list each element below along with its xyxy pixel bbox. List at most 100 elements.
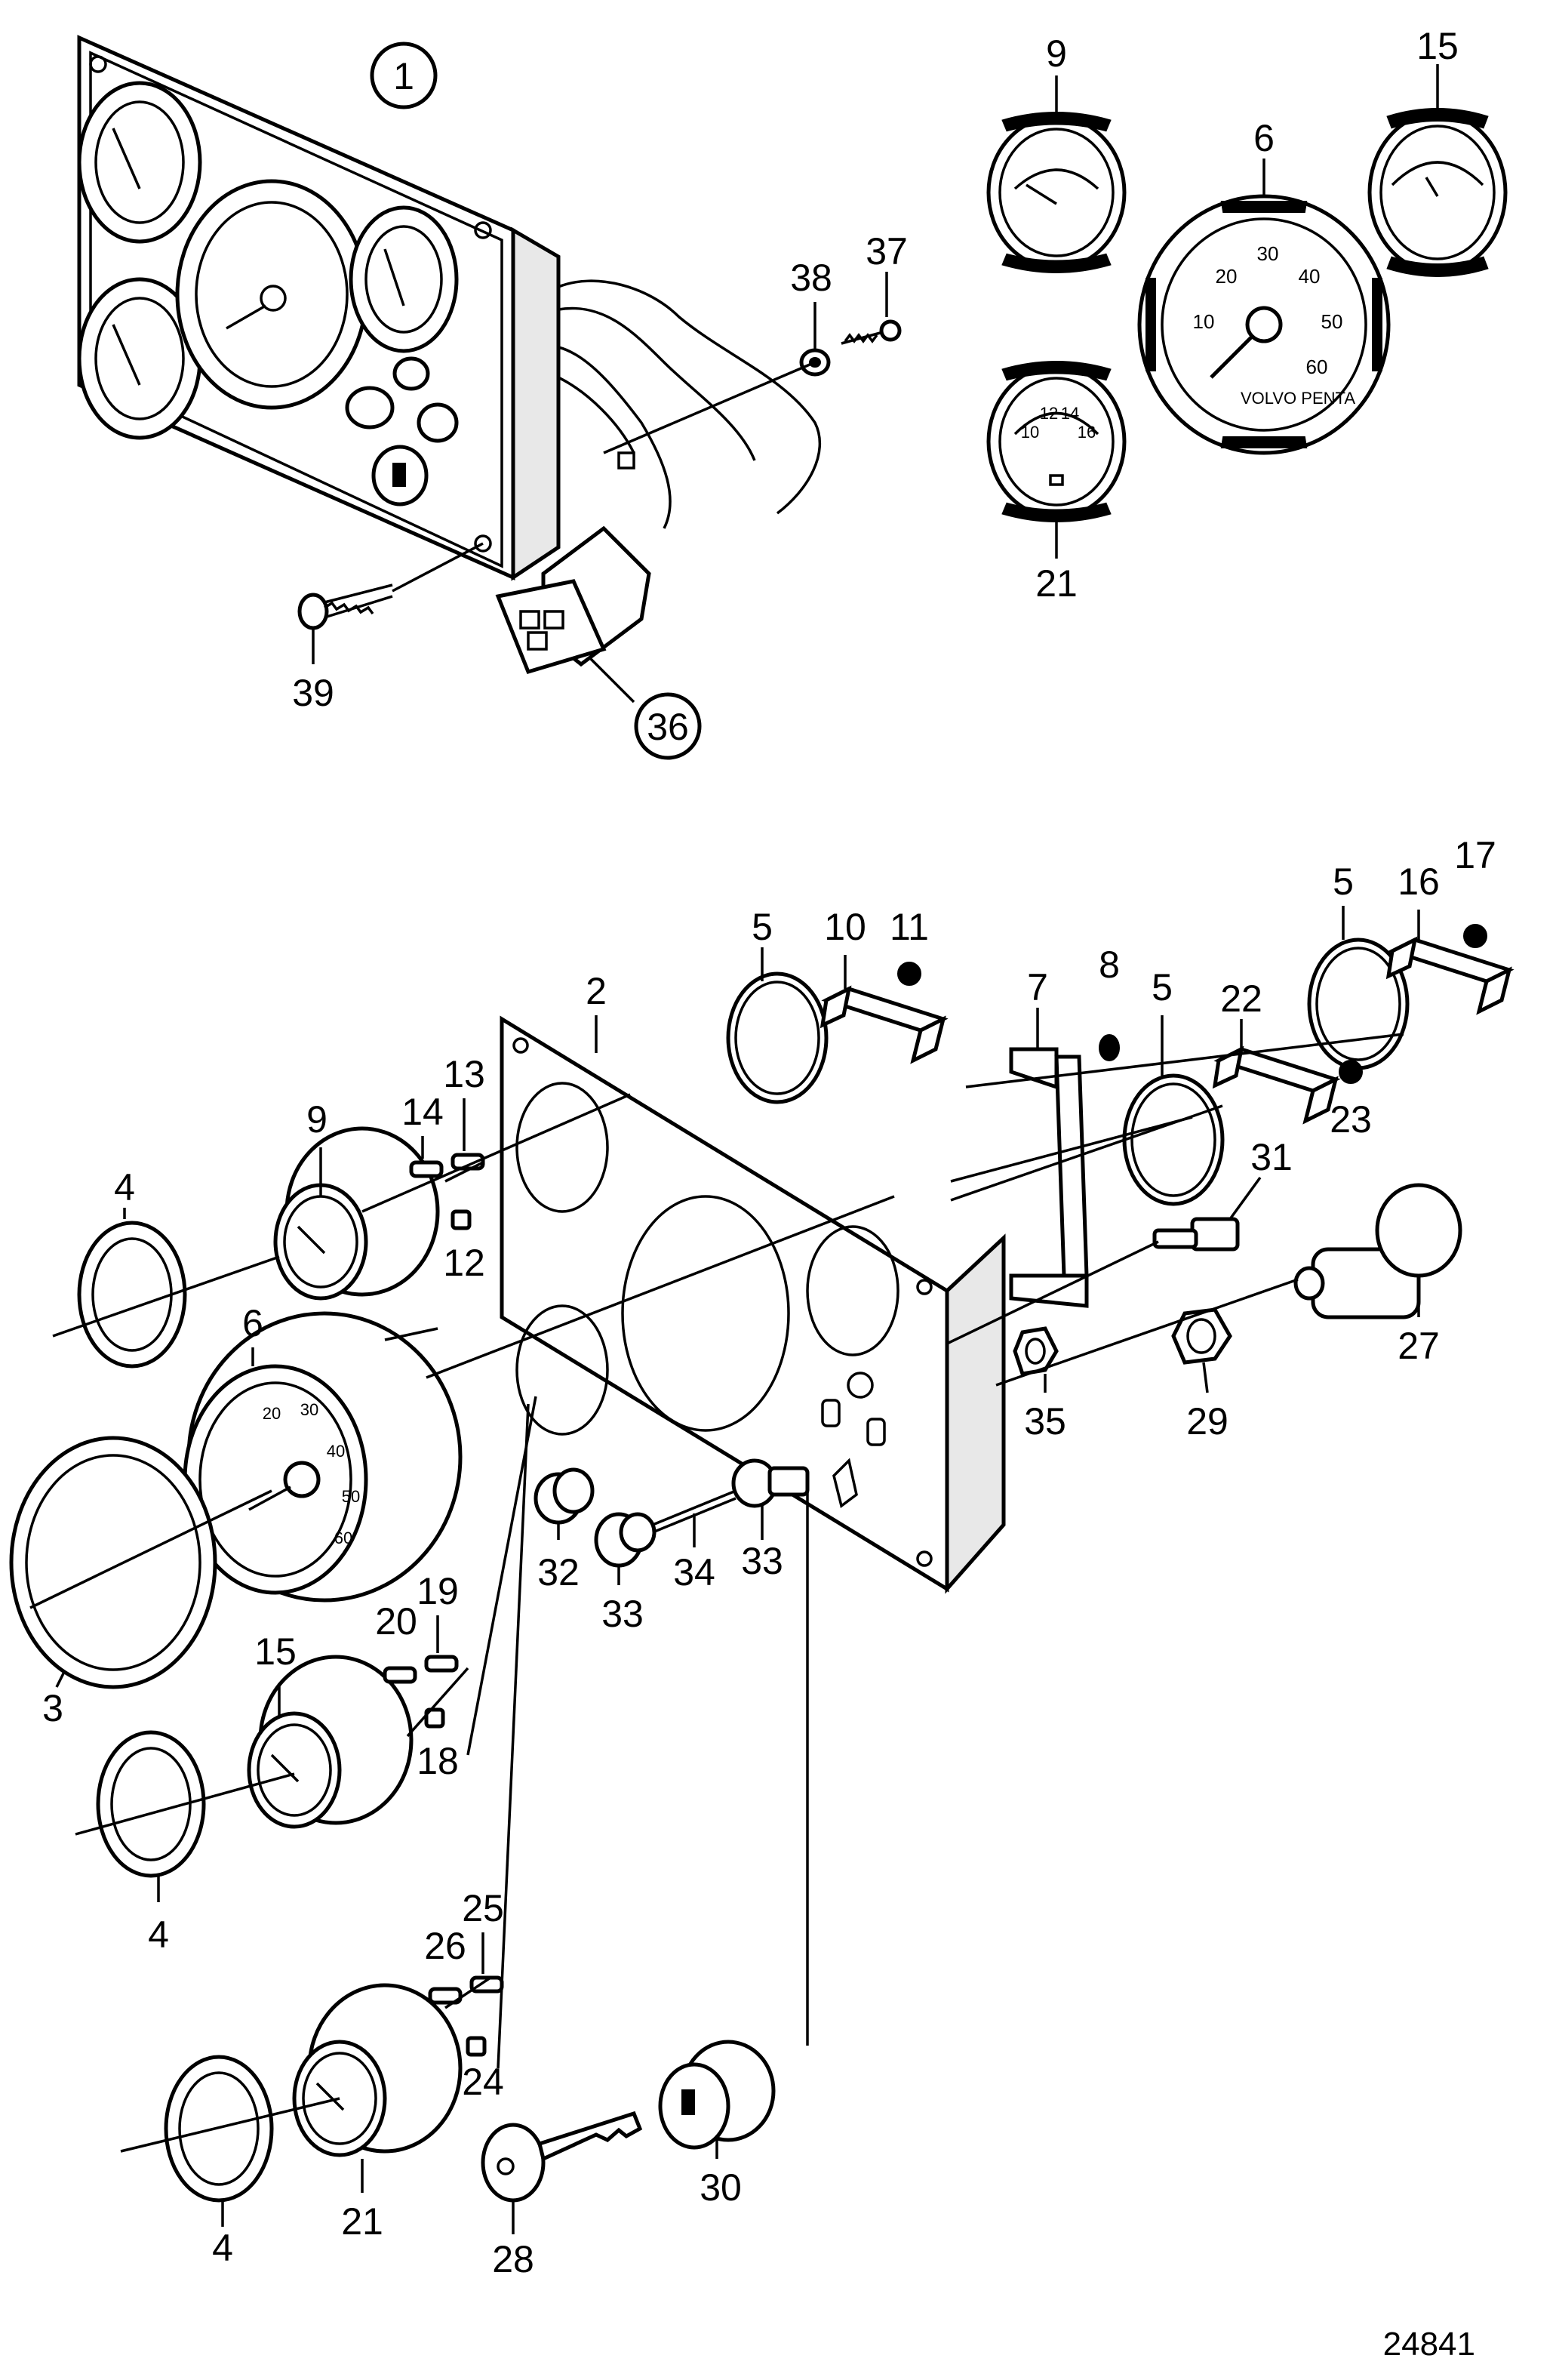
- callout-33b: 33: [741, 1540, 783, 1582]
- callout-9: 9: [306, 1098, 327, 1141]
- callout-21: 21: [341, 2200, 383, 2243]
- bezel-3: [9, 1436, 217, 1689]
- callout-16: 16: [1398, 861, 1440, 903]
- volt-scale-14: 14: [1061, 404, 1079, 423]
- toggle-switch-31: [1152, 1176, 1262, 1252]
- callout-14: 14: [401, 1091, 444, 1133]
- callout-10: 10: [824, 906, 866, 948]
- tacho-scale-40: 40: [1299, 265, 1321, 288]
- tacho-scale-20: 20: [1216, 265, 1238, 288]
- tacho-scale-10: 10: [1193, 310, 1215, 333]
- switch-33b: [731, 1458, 810, 1540]
- bezel-4b: [96, 1730, 206, 1902]
- callout-27: 27: [1398, 1325, 1440, 1367]
- nut-12: [451, 1209, 472, 1230]
- bracket-22: [1212, 1019, 1341, 1125]
- callout-33a: 33: [601, 1593, 644, 1635]
- bezel-4a: [77, 1208, 187, 1369]
- exp-tacho-60: 60: [334, 1529, 352, 1547]
- gauge-21-face: 10 12 14 16: [986, 361, 1127, 559]
- gauge-15-body: [247, 1655, 414, 1829]
- callout-6: 6: [242, 1302, 263, 1344]
- callout-26: 26: [424, 1925, 466, 1967]
- assembly-guide-lines: [29, 1033, 1404, 2153]
- volt-scale-16: 16: [1078, 423, 1096, 442]
- callout-18: 18: [417, 1740, 459, 1782]
- callout-36: 36: [647, 706, 689, 748]
- bracket-16: [1385, 910, 1514, 1015]
- callout-34: 34: [673, 1551, 715, 1593]
- tacho-scale-60: 60: [1306, 356, 1328, 378]
- nut-35: [1013, 1326, 1059, 1393]
- callout-2: 2: [586, 970, 607, 1012]
- exp-tacho-20: 20: [263, 1404, 281, 1423]
- screw-23: [1339, 1060, 1363, 1084]
- callout-4c: 4: [212, 2227, 233, 2269]
- exp-tacho-30: 30: [300, 1400, 318, 1419]
- callout-15-top: 15: [1416, 25, 1459, 67]
- callout-7: 7: [1027, 966, 1048, 1008]
- bezel-4c: [164, 2055, 274, 2227]
- bracket-10: [820, 955, 949, 1064]
- panel-2: [500, 1015, 1006, 1594]
- screw-39: [297, 583, 393, 630]
- exp-tacho-50: 50: [342, 1487, 360, 1506]
- callout-8: 8: [1099, 944, 1120, 986]
- callout-5a: 5: [752, 906, 773, 948]
- lock-cylinder-30: [658, 2040, 776, 2159]
- bulb-26: [428, 1987, 463, 2005]
- tachometer-6-body: 20 30 40 50 60: [183, 1311, 463, 1603]
- callout-32: 32: [537, 1551, 580, 1593]
- callout-39: 39: [292, 672, 334, 714]
- callout-35: 35: [1024, 1400, 1066, 1442]
- bulb-20: [383, 1666, 417, 1684]
- callout-circle-1: [370, 42, 438, 109]
- callout-3: 3: [42, 1687, 63, 1729]
- callout-9-top: 9: [1046, 32, 1067, 75]
- exp-tacho-40: 40: [327, 1442, 345, 1461]
- callout-37: 37: [866, 230, 908, 272]
- bulb-14: [409, 1160, 444, 1178]
- callout-31: 31: [1250, 1136, 1293, 1178]
- callout-23: 23: [1330, 1098, 1372, 1141]
- tacho-scale-30: 30: [1257, 242, 1279, 265]
- callout-28: 28: [492, 2238, 534, 2280]
- screw-11: [897, 962, 921, 986]
- shaft-34: [652, 1489, 736, 1547]
- bulb-8: [1099, 1034, 1120, 1061]
- callout-15: 15: [254, 1630, 297, 1673]
- callout-11: 11: [890, 906, 929, 948]
- screw-17: [1463, 924, 1487, 948]
- screw-37: [841, 319, 902, 345]
- key-28: [481, 2111, 643, 2234]
- callout-4a: 4: [114, 1166, 135, 1208]
- callout-4b: 4: [148, 1914, 169, 1956]
- callout-5b: 5: [1152, 966, 1173, 1008]
- assembled-instrument-panel: [77, 35, 902, 704]
- callout-38: 38: [790, 257, 832, 299]
- callout-12: 12: [443, 1242, 485, 1284]
- retaining-ring-5a: [726, 947, 829, 1104]
- callout-25: 25: [462, 1887, 504, 1929]
- gauge-9-body: [273, 1126, 440, 1301]
- volt-scale-12: 12: [1040, 404, 1058, 423]
- callout-circle-36: [634, 692, 702, 760]
- callout-1: 1: [393, 55, 414, 97]
- gauge-21-body: [292, 1983, 463, 2193]
- callout-17: 17: [1454, 834, 1496, 876]
- callout-19: 19: [417, 1570, 459, 1612]
- gauge-9-face: [986, 75, 1127, 273]
- callout-21-top: 21: [1035, 562, 1078, 605]
- nut-18: [424, 1707, 445, 1729]
- figure-number: 24841: [1383, 2326, 1475, 2363]
- bulb-holder-19: [424, 1655, 459, 1673]
- volt-scale-10: 10: [1021, 423, 1039, 442]
- callout-20: 20: [375, 1600, 417, 1643]
- nut-24: [466, 2036, 487, 2057]
- ignition-switch-27: [1293, 1183, 1462, 1319]
- callout-22: 22: [1220, 978, 1262, 1020]
- tacho-scale-50: 50: [1321, 310, 1343, 333]
- knob-33a: [594, 1512, 657, 1585]
- wiring-connector: [495, 525, 651, 675]
